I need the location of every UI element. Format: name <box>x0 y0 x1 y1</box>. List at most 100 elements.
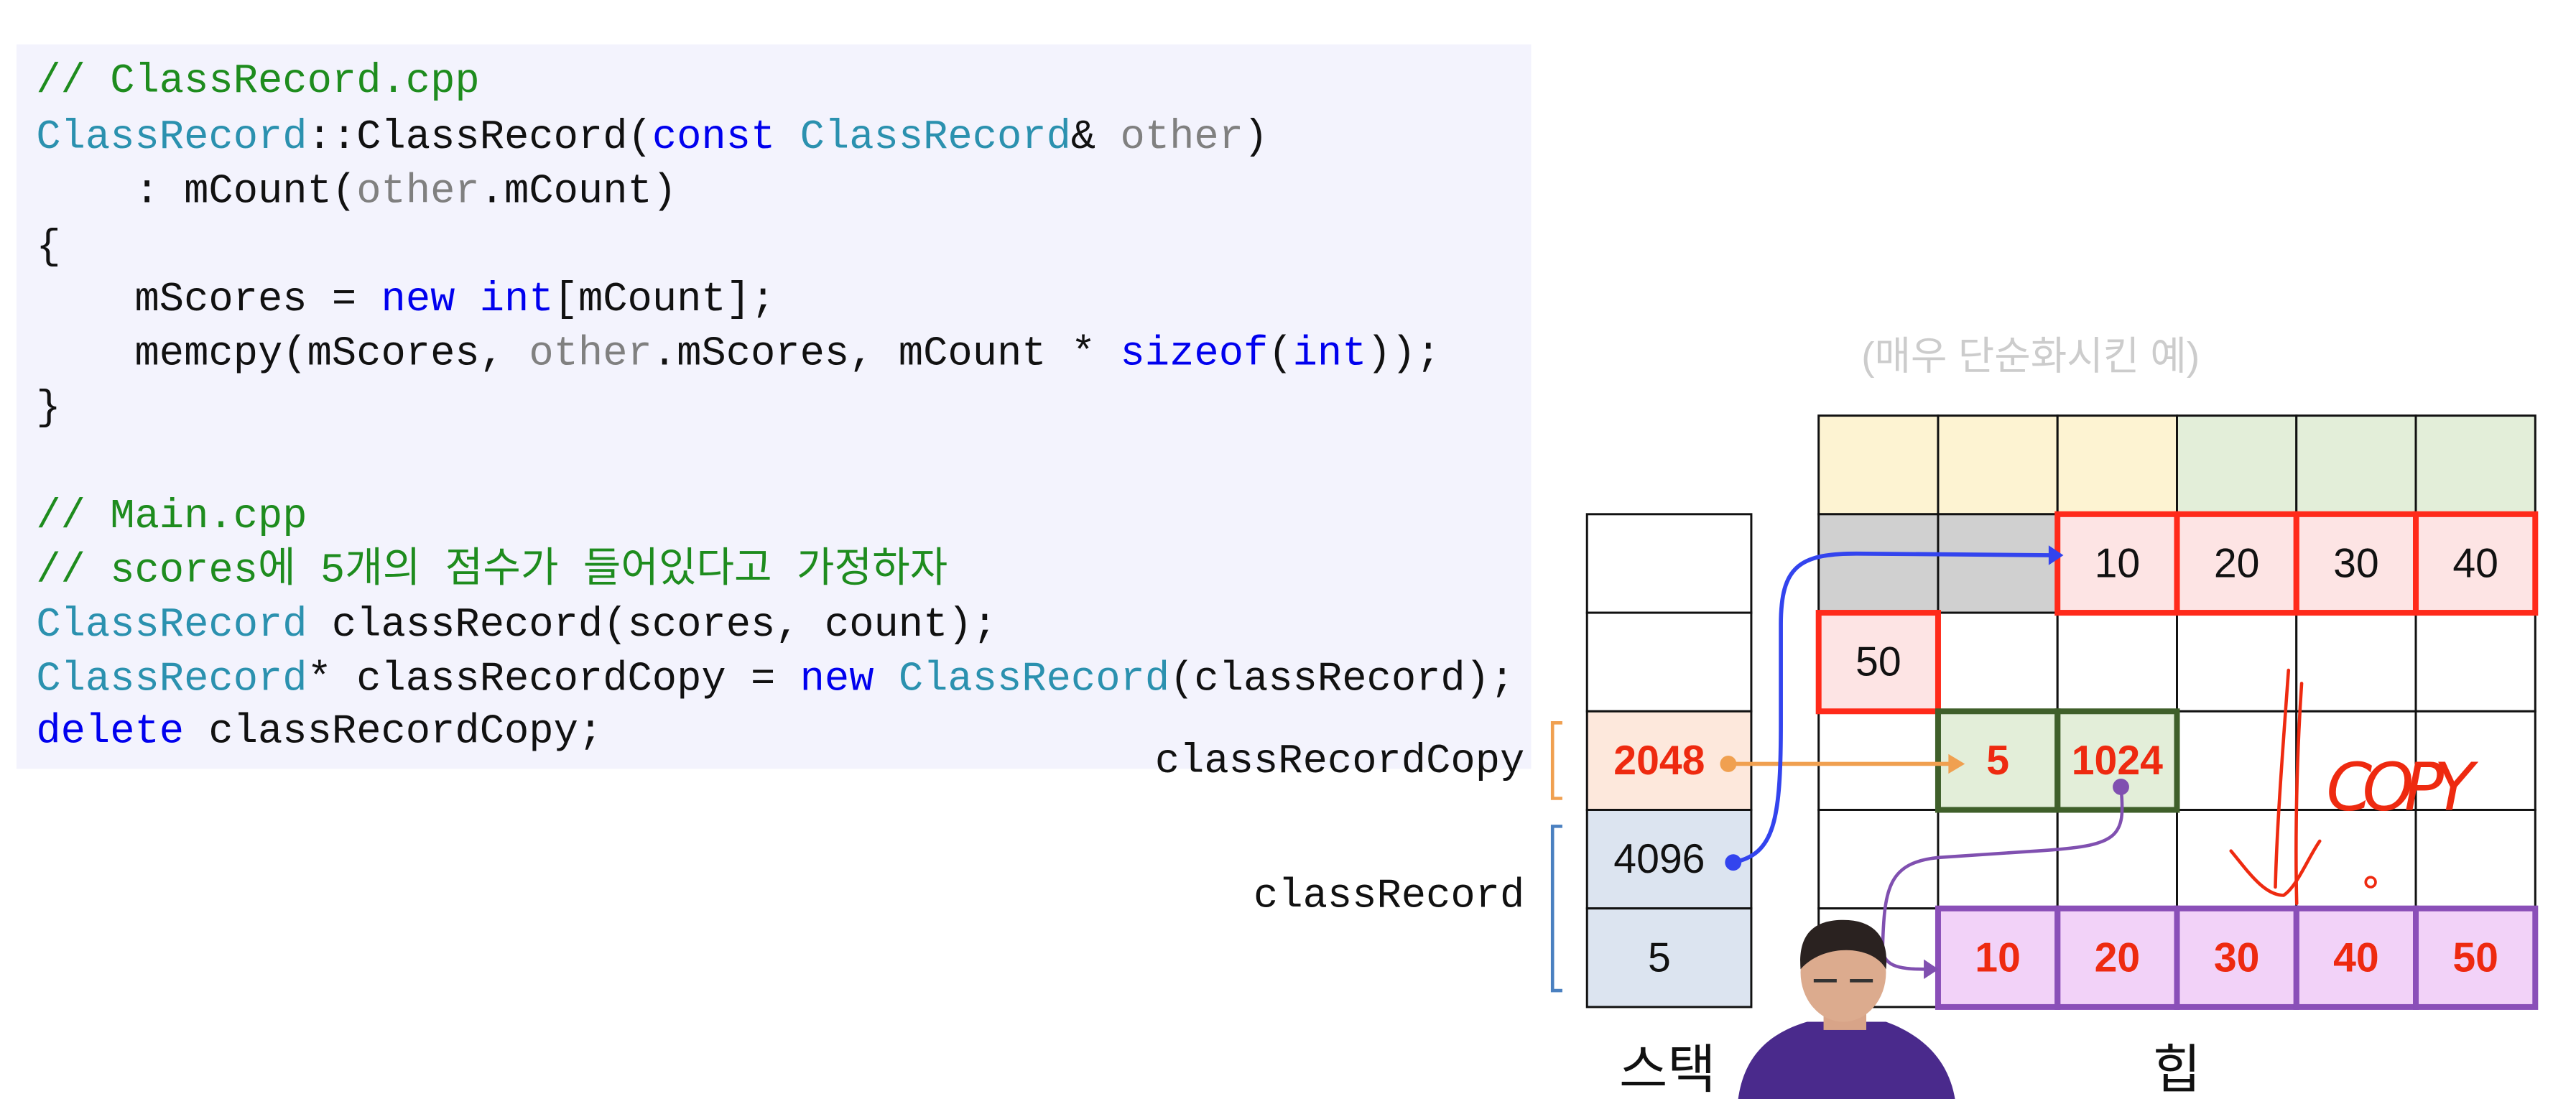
heap-cell-value: 40 <box>2333 935 2379 980</box>
code-token-param: other <box>356 168 480 215</box>
heap-label: 힙 <box>2153 1040 2201 1099</box>
code-token-type: ClassRecord <box>36 657 307 703</box>
code-token-plain: )); <box>1367 331 1441 378</box>
label-classRecord: classRecord <box>1254 873 1524 919</box>
stack-cell <box>1585 907 1753 1008</box>
code-token-keyword: sizeof <box>1121 331 1269 378</box>
heap-cell <box>2176 611 2298 713</box>
copied-scores-block <box>2413 905 2539 1010</box>
code-token-plain: memcpy(mScores, <box>36 331 529 378</box>
code-block: // ClassRecord.cppClassRecord::ClassReco… <box>36 58 1514 756</box>
stack-cell-value: 5 <box>1648 935 1671 980</box>
original-scores-block <box>2413 511 2539 616</box>
heap-cell <box>2056 809 2178 910</box>
code-line: // Main.cpp <box>36 493 307 540</box>
heap-cell <box>1937 907 2059 1008</box>
arrowhead-orange <box>1948 753 1965 774</box>
code-line: { <box>36 224 60 271</box>
heap-cell <box>2295 513 2417 614</box>
pointer-dot-1024 <box>2113 779 2129 795</box>
stack-cell-value: 4096 <box>1613 836 1705 882</box>
code-token-type: ClassRecord <box>800 114 1071 161</box>
pointer-dot-2048 <box>1720 756 1737 772</box>
heap-cell <box>2295 414 2417 516</box>
code-line: ClassRecord* classRecordCopy = new Class… <box>36 657 1514 703</box>
heap-cell-value: 1024 <box>2072 738 2163 784</box>
code-token-type: ClassRecord <box>36 114 307 161</box>
code-token-comment: // ClassRecord.cpp <box>36 58 479 105</box>
code-token-plain: ) <box>1243 114 1268 161</box>
heap-cell <box>2414 414 2536 516</box>
heap-cell <box>1937 809 2059 910</box>
code-line: // scores에 5개의 점수가 들어있다고 가정하자 <box>36 547 948 595</box>
code-token-keyword: new <box>381 277 455 323</box>
presenter-video <box>1738 919 1955 1099</box>
code-panel <box>16 44 1532 769</box>
pointer-arrows <box>1720 545 2129 980</box>
code-token-keyword: const <box>652 114 775 161</box>
code-token-plain: .mScores, mCount * <box>652 331 1121 378</box>
heap-cell-value: 50 <box>1855 639 1901 685</box>
code-line: mScores = new int[mCount]; <box>36 277 775 323</box>
code-token-plain <box>455 277 479 323</box>
code-token-plain <box>874 657 899 703</box>
stack-cell <box>1585 611 1753 713</box>
heap-cell <box>2176 513 2298 614</box>
heap-cell <box>2176 414 2298 516</box>
code-token-plain: { <box>36 224 60 271</box>
stack-cell <box>1585 513 1753 614</box>
heap-cell <box>1817 710 1940 811</box>
code-token-plain: : mCount( <box>36 168 356 215</box>
code-token-plain: & <box>1071 114 1121 161</box>
code-token-comment: // scores에 5개의 점수가 들어있다고 가정하자 <box>36 547 948 595</box>
heap-cell <box>1937 414 2059 516</box>
heap-cell <box>2056 414 2178 516</box>
code-line: : mCount(other.mCount) <box>36 168 677 215</box>
code-token-param: other <box>529 331 652 378</box>
code-token-type: ClassRecord <box>36 602 307 649</box>
original-scores-block <box>1815 610 1941 715</box>
code-token-plain: (classRecord); <box>1169 657 1514 703</box>
code-token-plain: * classRecordCopy = <box>307 657 800 703</box>
presenter-shirt <box>1738 1021 1955 1099</box>
presenter-hair <box>1800 919 1887 970</box>
heap-cell-value: 20 <box>2095 935 2141 980</box>
code-token-plain: ::ClassRecord( <box>307 114 652 161</box>
code-token-plain: [mCount]; <box>554 277 776 323</box>
heap-cell-value: 40 <box>2452 540 2498 586</box>
bracket-classRecord <box>1550 825 1562 993</box>
heap-cell-value: 10 <box>2095 540 2141 586</box>
code-line: // ClassRecord.cpp <box>36 58 479 105</box>
heap-cell <box>2056 611 2178 713</box>
heap-cell <box>2295 611 2417 713</box>
pointer-dot-4096 <box>1725 854 1742 871</box>
arrowhead-blue <box>2048 545 2064 565</box>
code-line: memcpy(mScores, other.mScores, mCount * … <box>36 331 1440 378</box>
code-token-keyword: int <box>480 277 554 323</box>
heap-cell-value: 50 <box>2452 935 2498 980</box>
heap-cell <box>1937 611 2059 713</box>
heap-cell <box>1817 414 1940 516</box>
heap-cell <box>2414 710 2536 811</box>
heap-cell <box>2414 907 2536 1008</box>
heap-cell <box>1817 513 1940 614</box>
arrow-copy-scores <box>1881 787 2124 971</box>
stack-cell <box>1585 809 1753 910</box>
code-token-comment: // Main.cpp <box>36 493 307 540</box>
code-token-keyword: new <box>800 657 874 703</box>
code-token-plain: .mCount) <box>480 168 677 215</box>
stack-label: 스택 <box>1619 1040 1716 1099</box>
heap-cell-value: 5 <box>1986 738 2009 784</box>
heap-cell-value: 10 <box>1975 935 2021 980</box>
code-line: } <box>36 385 60 432</box>
code-token-type: ClassRecord <box>899 657 1169 703</box>
bracket-classRecordCopy <box>1550 720 1562 800</box>
code-token-plain: classRecord(scores, count); <box>307 602 997 649</box>
diagram-title: (매우 단순화시킨 예) <box>1861 334 2200 379</box>
heap-cell <box>2414 513 2536 614</box>
heap-cell-value: 30 <box>2333 540 2379 586</box>
code-token-plain: mScores = <box>36 277 381 323</box>
